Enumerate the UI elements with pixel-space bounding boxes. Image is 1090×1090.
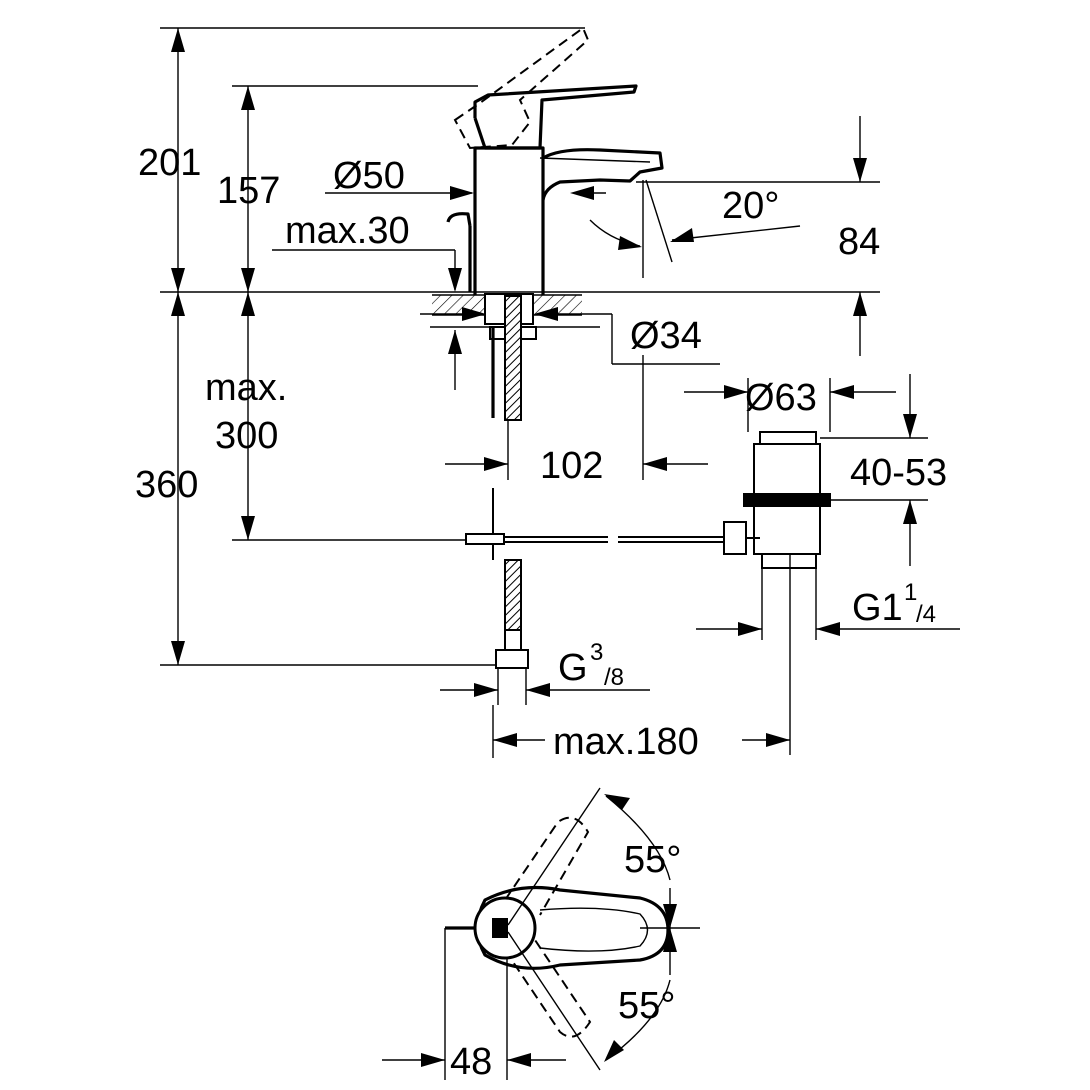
faucet-spout: [541, 148, 664, 201]
arrow-icon: [450, 186, 474, 200]
arrow-icon: [663, 928, 677, 952]
dim-outlet-height-text: 84: [838, 221, 880, 263]
popup-rod: [446, 212, 472, 227]
arrow-icon: [766, 733, 790, 747]
rod-clamp: [465, 533, 505, 545]
dim-supply-thread: G: [558, 647, 588, 689]
top-view: 48 55° 55°: [382, 787, 700, 1083]
arrow-icon: [670, 228, 694, 242]
angle-arc-20: [589, 219, 641, 247]
lever-raised-dashed: [453, 26, 590, 150]
dim-lever-angle-front: 55°: [618, 985, 675, 1027]
arrow-icon: [421, 1053, 445, 1067]
dim-waste-diameter: Ø63: [745, 377, 817, 419]
lever-indicator: [492, 918, 508, 938]
arrow-icon: [241, 292, 255, 316]
lever-top-view: [475, 885, 670, 970]
angle-line-back: [507, 787, 601, 926]
hose-ferrule: [504, 629, 522, 651]
dim-waste-thread-den: /4: [916, 601, 936, 628]
arrow-icon: [484, 457, 508, 471]
arrow-icon: [171, 28, 185, 52]
outlet-angle: [645, 179, 673, 263]
arrow-icon: [171, 641, 185, 665]
dim-lever-angle-back: 55°: [624, 839, 681, 881]
waste-tail: [761, 553, 817, 569]
dim-max-deck: max.30: [285, 210, 410, 252]
arrow-icon: [241, 516, 255, 540]
lever-inner-line: [539, 907, 649, 952]
arrow-icon: [570, 186, 594, 200]
arrow-icon: [171, 292, 185, 316]
dim-spout-height: 157: [217, 170, 280, 212]
arrow-icon: [903, 500, 917, 524]
dim-max-drop-line1: max.: [205, 367, 287, 409]
supply-nut: [495, 649, 529, 669]
arrow-icon: [241, 86, 255, 110]
dim-below-deck: 360: [135, 464, 198, 506]
arrow-icon: [618, 236, 642, 250]
dim-supply-thread-num: 3: [590, 639, 603, 666]
arrow-icon: [853, 292, 867, 316]
side-view: 201 157 Ø50 max.30 max. 300 360: [135, 26, 960, 763]
arrow-icon: [534, 307, 558, 321]
arrow-icon: [643, 457, 667, 471]
dim-waste-thread: G1: [852, 587, 903, 629]
arrow-icon: [738, 622, 762, 636]
waste-cap: [759, 431, 817, 445]
spout-inner-line: [539, 157, 651, 163]
arrow-icon: [724, 385, 748, 399]
faucet-body: [473, 146, 545, 295]
arrow-icon: [241, 268, 255, 292]
flex-hose-lower: [504, 559, 522, 631]
waste-body: [753, 443, 821, 495]
dim-body-diameter: Ø50: [333, 155, 405, 197]
arrow-icon: [493, 733, 517, 747]
arrow-icon: [448, 330, 462, 354]
angle-line-front: [507, 931, 601, 1071]
lever-right-dashed: [504, 939, 592, 1038]
arrow-icon: [604, 794, 630, 810]
dim-max-drop-line2: 300: [215, 415, 278, 457]
arrow-icon: [816, 622, 840, 636]
arrow-icon: [171, 268, 185, 292]
arrow-icon: [474, 683, 498, 697]
dim-hole-diameter: Ø34: [630, 315, 702, 357]
arrow-icon: [448, 268, 462, 292]
dim-max-reach: max.180: [553, 721, 699, 763]
dim-total-height: 201: [138, 142, 201, 184]
dim-supply-thread-den: /8: [604, 664, 624, 691]
flex-hose: [504, 295, 522, 421]
arrow-icon: [830, 385, 854, 399]
lever-left-dashed: [504, 816, 590, 916]
arrow-icon: [526, 683, 550, 697]
arrow-icon: [462, 307, 486, 321]
arrow-icon: [853, 158, 867, 182]
dim-lever-offset: 48: [450, 1041, 492, 1083]
arrow-icon: [604, 1040, 624, 1062]
arrow-icon: [507, 1053, 531, 1067]
dim-waste-thread-num: 1: [904, 579, 917, 606]
dim-spout-projection: 102: [540, 445, 603, 487]
waste-pivot-nut: [723, 521, 747, 555]
waste-flange: [743, 493, 831, 507]
waste-lower: [753, 505, 821, 555]
dim-spout-angle: 20°: [722, 185, 779, 227]
arrow-icon: [903, 414, 917, 438]
faucet-lever: [473, 84, 638, 150]
dim-waste-range: 40-53: [850, 452, 947, 494]
